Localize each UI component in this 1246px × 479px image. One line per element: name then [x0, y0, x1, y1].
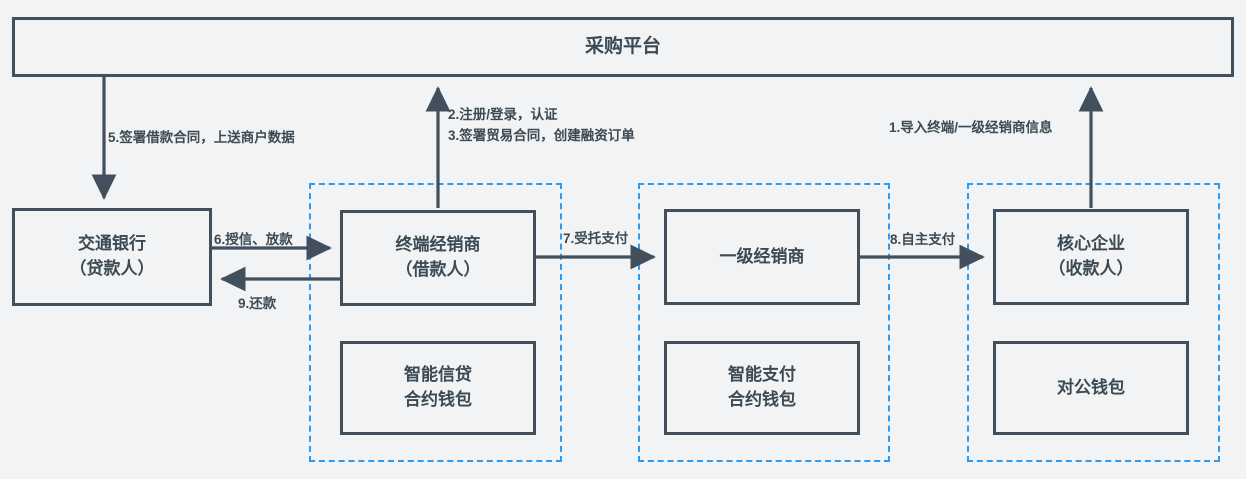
node-label: 交通银行 （贷款人） — [69, 234, 155, 278]
node-primary-dealer[interactable]: 一级经销商 — [664, 209, 860, 305]
edge-label-step-8: 8.自主支付 — [890, 232, 956, 247]
edge-label-step-5: 5.签署借款合同，上送商户数据 — [108, 130, 295, 145]
node-smart-payment-contract-wallet[interactable]: 智能支付 合约钱包 — [664, 341, 860, 435]
node-procurement-platform[interactable]: 采购平台 — [12, 17, 1234, 77]
node-label: 对公钱包 — [1057, 377, 1125, 397]
edge-label-step-9: 9.还款 — [238, 296, 277, 311]
node-bank-lender[interactable]: 交通银行 （贷款人） — [12, 208, 212, 306]
edge-label-step-1: 1.导入终端/一级经销商信息 — [889, 120, 1053, 135]
node-smart-credit-contract-wallet[interactable]: 智能信贷 合约钱包 — [340, 341, 536, 435]
edge-label-step-7: 7.受托支付 — [563, 231, 629, 246]
node-core-enterprise-payee[interactable]: 核心企业 （收款人） — [993, 209, 1189, 305]
node-label: 一级经销商 — [719, 246, 805, 266]
node-label: 核心企业 （收款人） — [1048, 234, 1134, 278]
node-label: 采购平台 — [584, 36, 661, 58]
node-label: 智能支付 合约钱包 — [728, 365, 796, 409]
edge-label-step-2-3: 2.注册/登录，认证 3.签署贸易合同，创建融资订单 — [448, 107, 635, 143]
node-label: 智能信贷 合约钱包 — [404, 365, 472, 409]
node-label: 终端经销商 （借款人） — [395, 235, 481, 279]
node-corporate-wallet[interactable]: 对公钱包 — [993, 341, 1189, 435]
node-terminal-dealer-borrower[interactable]: 终端经销商 （借款人） — [340, 210, 536, 306]
zone-primary-dealer — [638, 183, 890, 462]
edge-label-step-6: 6.授信、放款 — [214, 232, 293, 247]
zone-terminal-dealer — [309, 183, 562, 462]
zone-core-enterprise — [967, 183, 1220, 462]
